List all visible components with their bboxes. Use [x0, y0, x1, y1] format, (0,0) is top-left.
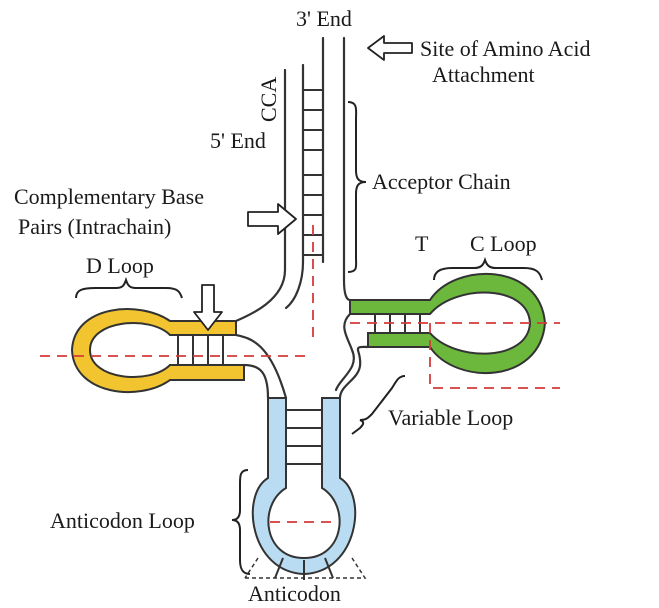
d-stem-base-pairs: [178, 335, 223, 365]
acceptor-chain-brace: [348, 102, 366, 272]
anticodon-triplet: [245, 558, 365, 580]
acceptor-chain-label: Acceptor Chain: [372, 169, 511, 194]
site-label-line1: Site of Amino Acid: [420, 36, 591, 61]
anticodon-arm: [253, 398, 355, 574]
backbone-junction: [286, 262, 303, 308]
anticodon-loop-label: Anticodon Loop: [50, 508, 195, 533]
backbone-variable-loop-outer: [336, 314, 354, 390]
t-arm: [350, 274, 545, 373]
d-loop-label: D Loop: [86, 253, 154, 278]
anticodon-label: Anticodon: [248, 581, 341, 606]
site-label-line2: Attachment: [432, 62, 535, 87]
site-arrow-icon: [368, 36, 412, 60]
t-label: T: [415, 231, 429, 256]
complementary-label-line2: Pairs (Intrachain): [18, 214, 171, 239]
backbone-d-to-anticodon: [244, 365, 268, 398]
anticodon-stem-base-pairs: [286, 410, 322, 464]
three-prime-end-label: 3' End: [296, 6, 352, 31]
cca-label: CCA: [256, 77, 281, 122]
complementary-label-line1: Complementary Base: [14, 184, 204, 209]
five-prime-end-label: 5' End: [210, 128, 266, 153]
acceptor-strand-outer: [344, 38, 350, 300]
variable-loop-label: Variable Loop: [388, 405, 513, 430]
complementary-pair-arrow-icon: [248, 204, 296, 234]
c-loop-label: C Loop: [470, 231, 537, 256]
d-arm: [72, 309, 244, 392]
d-loop-brace: [76, 280, 182, 298]
t-stem-base-pairs: [375, 314, 420, 333]
anticodon-loop-brace: [232, 470, 250, 574]
